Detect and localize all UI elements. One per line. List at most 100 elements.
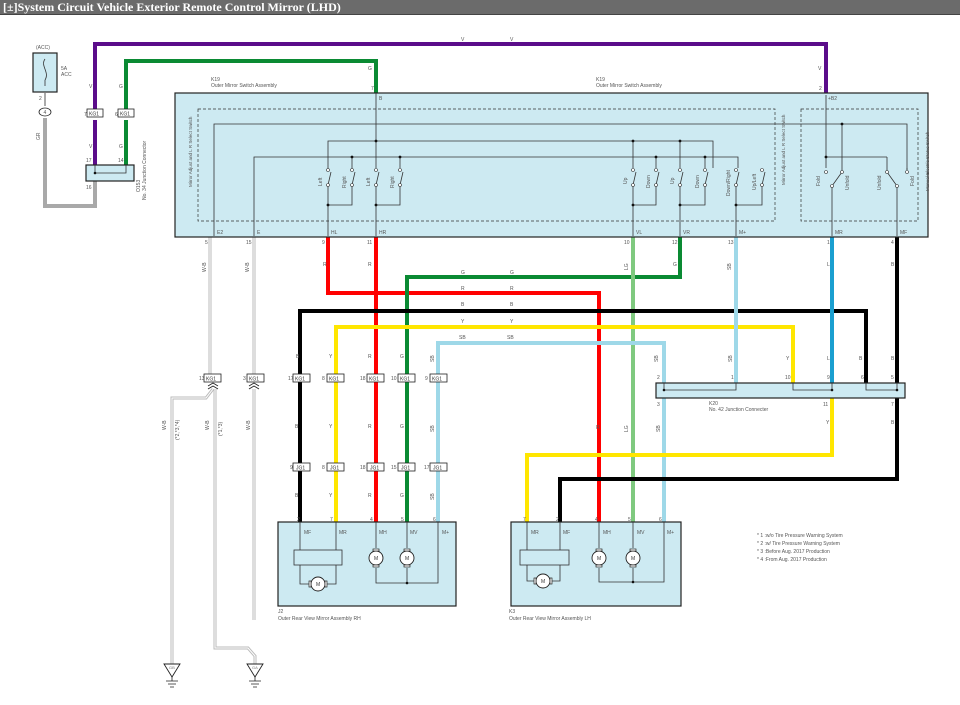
- ground-label: GA: [252, 665, 258, 670]
- component-name: Outer Mirror Switch Assembly: [211, 83, 277, 89]
- wire-label: B: [295, 493, 299, 499]
- pin-number: 5: [891, 375, 894, 381]
- junction-dot: [350, 155, 354, 159]
- pin-number: 7: [523, 517, 526, 523]
- switch-labels: Left Right Left Right Up Down Up Down Do…: [318, 170, 916, 196]
- wire-label: L: [827, 356, 830, 362]
- wire-label: B: [296, 354, 300, 360]
- pin-number: 1: [731, 375, 734, 381]
- wire-label-y: Y: [461, 319, 465, 325]
- pin-number: 2: [819, 86, 822, 92]
- wire-label: G: [400, 354, 404, 360]
- pin-number: 15: [246, 240, 252, 246]
- connector-kg1: 8 KG1: [322, 373, 345, 383]
- motor-label: M: [631, 556, 635, 562]
- pin-number: 4: [595, 517, 598, 523]
- component-name: Outer Rear View Mirror Assembly LH: [509, 616, 591, 622]
- switch-label: Down: [695, 175, 701, 188]
- pin-number: 15: [391, 465, 397, 471]
- sub-label-adjust: Mirror Adjust and L R Select Switch: [188, 116, 193, 187]
- junction-code: O153: [136, 180, 142, 192]
- wire-label-b: B: [510, 302, 514, 308]
- pin-number: 9: [322, 240, 325, 246]
- title-bar: [±]System Circuit Vehicle Exterior Remot…: [0, 0, 960, 15]
- junction-dot: [654, 155, 658, 159]
- pin-number: 7: [330, 517, 333, 523]
- wire-label-v: V: [818, 66, 822, 72]
- wire-label-g: G: [510, 270, 514, 276]
- motor-label: M: [597, 556, 601, 562]
- junction-dot: [631, 139, 635, 143]
- switch-label: Fold: [816, 176, 822, 186]
- terminal-name: M+: [667, 530, 674, 536]
- ground-ga: GA: [246, 663, 264, 688]
- page-title[interactable]: [±]System Circuit Vehicle Exterior Remot…: [3, 0, 341, 14]
- mirror-rh-box: [277, 521, 457, 607]
- pin-number: 2: [556, 517, 559, 523]
- terminal-name: E: [257, 230, 261, 236]
- component-code: K20: [709, 401, 718, 407]
- switch-label: Left: [318, 177, 324, 186]
- pin-number: 5: [401, 517, 404, 523]
- chevron-up-icon: [207, 382, 219, 390]
- motor-label: M: [541, 579, 545, 585]
- retract-switch-region: [800, 108, 919, 222]
- terminal-name: MH: [379, 530, 387, 536]
- terminal-name: VR: [683, 230, 690, 236]
- wire-g-vr: [405, 236, 682, 522]
- terminal-name: MV: [637, 530, 645, 536]
- pin-number: 12: [672, 240, 678, 246]
- connector-jg1: 17 JG1: [424, 462, 448, 472]
- pin-number: 3: [243, 376, 246, 382]
- connector-label: KG1: [295, 377, 305, 383]
- wire-label-sb: SB: [507, 335, 514, 341]
- pin-number: 5: [628, 517, 631, 523]
- footnote: * 2 :w/ Tire Pressure Warning System: [757, 541, 840, 547]
- wire-label: B: [891, 420, 895, 426]
- mirror-assembly-lh[interactable]: 7 2 4 5 6 MR MF MH MV M+ M M: [509, 517, 682, 622]
- pin-number: 10: [785, 375, 791, 381]
- terminal-name: VL: [636, 230, 642, 236]
- component-name: Outer Mirror Switch Assembly: [596, 83, 662, 89]
- switch-terminals: E2 E HL HR VL VR M+ MR MF 5 15 9 11 10 1…: [202, 230, 907, 272]
- pin-number: 17: [424, 465, 430, 471]
- connector-label: KG1: [329, 377, 339, 383]
- pin-number: 6: [861, 375, 864, 381]
- wire-label: R: [596, 425, 600, 431]
- sub-label-retract: Manual Electric Status Switch: [925, 131, 930, 191]
- connector-label: JG1: [370, 466, 379, 472]
- connector-jg1: 15 JG1: [391, 462, 416, 472]
- motor-label: M: [316, 582, 320, 588]
- wire-g-top: [124, 59, 378, 112]
- motor-icon: M: [625, 548, 641, 568]
- mirror-assembly-rh[interactable]: 2 7 4 5 6 MF MR MH MV M+ M M: [277, 517, 457, 622]
- terminal-name: MR: [339, 530, 347, 536]
- wire-label-y: Y: [510, 319, 514, 325]
- switch-assembly-box: [174, 92, 929, 238]
- wire-label: Y: [329, 354, 333, 360]
- junction-dot: [398, 155, 402, 159]
- terminal-name: HL: [331, 230, 338, 236]
- footnote: * 4 :From Aug. 2017 Production: [757, 557, 827, 563]
- pin-number: 2: [657, 375, 660, 381]
- switch-label: Up: [670, 177, 676, 184]
- wire-b-lh: [558, 398, 899, 522]
- switch-assembly-k19[interactable]: K19 Outer Mirror Switch Assembly K19 Out…: [174, 77, 930, 272]
- wire-label-v: V: [89, 144, 93, 150]
- wire-sb-top: [436, 341, 666, 522]
- ground-icon: [163, 663, 181, 678]
- sub-label-adjust-2: Mirror Adjust and L R Select Switch: [781, 114, 786, 185]
- connector-label: KG1: [369, 377, 379, 383]
- switch-label: Down/Right: [726, 170, 732, 196]
- wire-label: W-B: [202, 262, 208, 272]
- wire-r-hl: [326, 236, 601, 522]
- connector-label: KG1: [89, 112, 99, 118]
- pin-number: 1: [827, 240, 830, 246]
- pin-number: 5: [205, 240, 208, 246]
- junction-number: 4: [44, 110, 47, 116]
- wire-v: [93, 42, 828, 112]
- wire-label: R: [323, 262, 327, 268]
- motor-icon: M: [308, 576, 328, 592]
- terminal-name: MR: [531, 530, 539, 536]
- fuse-icon: [43, 58, 47, 86]
